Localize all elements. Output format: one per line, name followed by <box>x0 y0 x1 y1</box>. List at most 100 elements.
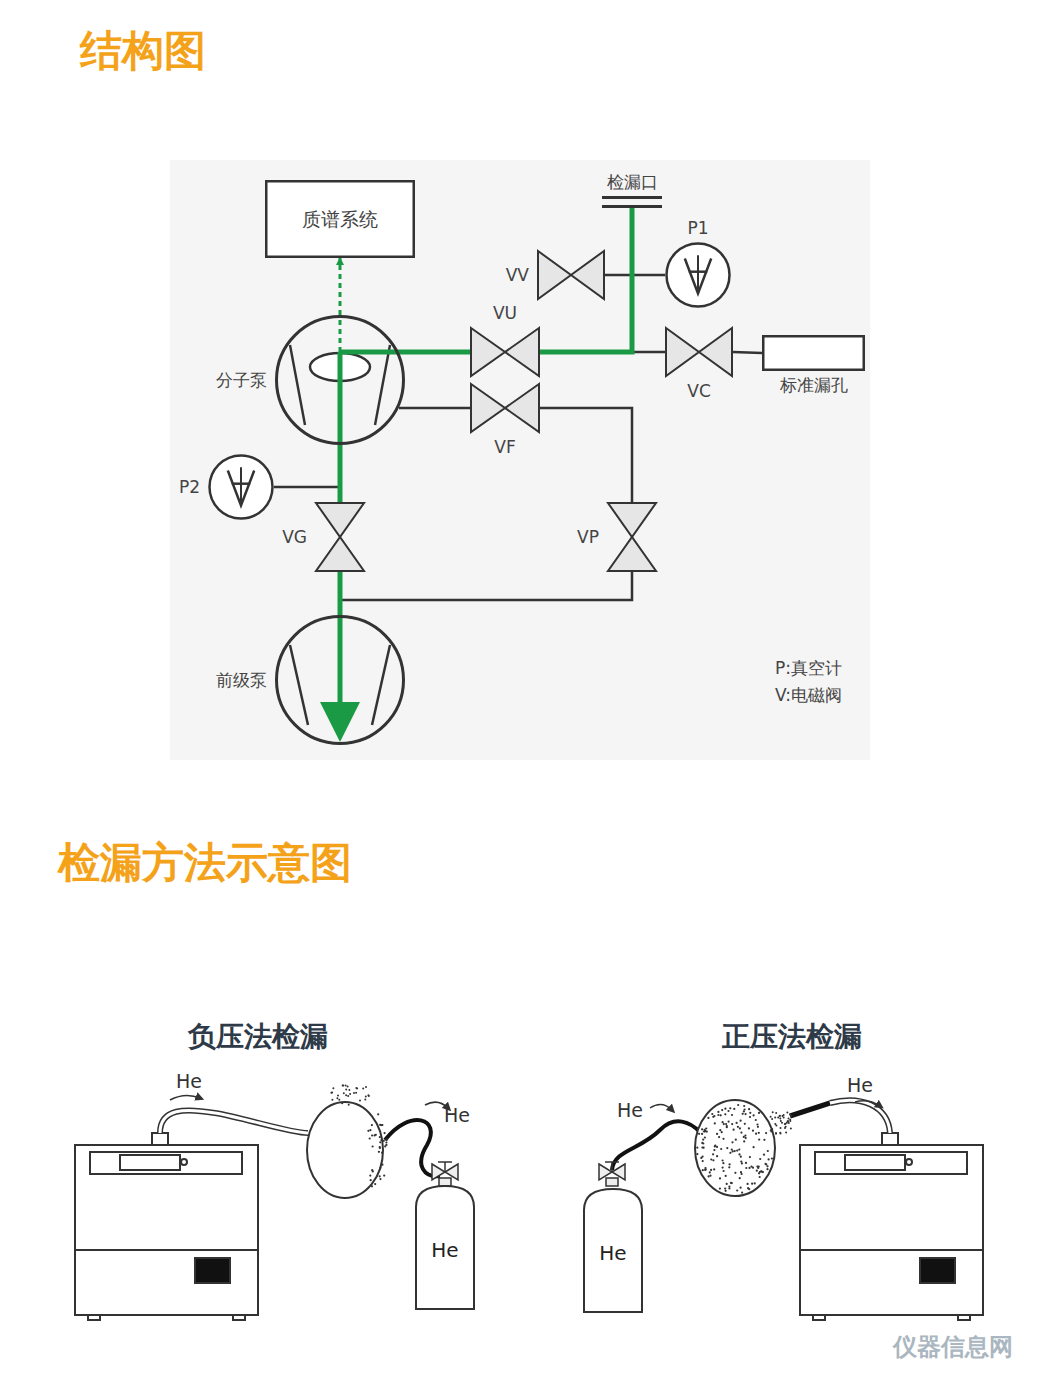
circle-part <box>345 1085 347 1087</box>
circle-part <box>783 1114 785 1116</box>
circle-part <box>723 1170 725 1172</box>
circle-part <box>383 1175 385 1177</box>
flange-shape <box>602 196 662 208</box>
text-label: P:真空计 <box>775 658 842 678</box>
circle-part <box>748 1127 750 1129</box>
circle-part <box>758 1165 760 1167</box>
circle-part <box>775 1112 777 1114</box>
circle-part <box>745 1137 747 1139</box>
circle-part <box>731 1123 733 1125</box>
circle-part <box>701 1133 703 1135</box>
circle-part <box>755 1119 757 1121</box>
circle-part <box>758 1132 760 1134</box>
circle-part <box>713 1149 715 1151</box>
circle-part <box>734 1172 736 1174</box>
circle-part <box>384 1132 386 1134</box>
pipe-connector <box>399 350 470 355</box>
node-label: VU <box>493 303 517 323</box>
circle-part <box>770 1130 772 1132</box>
circle-part <box>710 1158 712 1160</box>
circle-part <box>753 1146 755 1148</box>
circle-part <box>716 1133 718 1135</box>
node-label: 前级泵 <box>216 670 267 690</box>
circle-part <box>745 1113 747 1115</box>
circle-part <box>379 1147 381 1149</box>
circle-part <box>367 1094 369 1096</box>
circle-part <box>728 1121 730 1123</box>
circle-part <box>372 1145 374 1147</box>
circle-part <box>712 1153 714 1155</box>
cyl-node: He <box>415 1185 475 1310</box>
circle-node: 前级泵 <box>275 615 405 745</box>
line-part <box>438 1161 452 1163</box>
node-label: VP <box>577 527 599 547</box>
rect-part <box>75 1145 258 1315</box>
circle-part <box>780 1120 782 1122</box>
circle-part <box>786 1112 788 1114</box>
circle-part <box>714 1144 716 1146</box>
circle-part <box>729 1152 731 1154</box>
circle-part <box>341 1102 343 1104</box>
helium-dots <box>330 1084 792 1193</box>
pipe-connector <box>605 208 632 275</box>
text-label: He <box>847 1074 873 1097</box>
test-vessel <box>307 1102 383 1198</box>
circle-part <box>726 1125 728 1127</box>
circle-part <box>724 1113 726 1115</box>
rect-part <box>815 1152 967 1174</box>
circle-part <box>714 1145 716 1147</box>
circle-part <box>740 1156 742 1158</box>
circle-part <box>331 1091 333 1093</box>
circle-part <box>726 1147 728 1149</box>
circle-part <box>696 1153 698 1155</box>
circle-part <box>696 1147 698 1149</box>
circle-part <box>347 1086 349 1088</box>
circle-part <box>722 1167 724 1169</box>
circle-part <box>730 1182 732 1184</box>
line-part <box>340 350 399 355</box>
circle-part <box>749 1116 751 1118</box>
circle-part <box>365 1086 367 1088</box>
circle-part <box>783 1117 785 1119</box>
circle-part <box>381 1152 383 1154</box>
circle-part <box>725 1190 727 1192</box>
line-part <box>444 1162 446 1172</box>
circle-part <box>355 1092 357 1094</box>
box-node: 质谱系统 <box>265 180 415 258</box>
line-part <box>375 345 390 425</box>
circle-part <box>775 1132 777 1134</box>
circle-part <box>701 1128 703 1130</box>
circle-part <box>785 1132 787 1134</box>
circle-part <box>717 1114 719 1116</box>
circle-part <box>753 1114 755 1116</box>
circle-part <box>369 1129 371 1131</box>
circle-part <box>377 1113 379 1115</box>
circle-part <box>726 1183 728 1185</box>
polygon-part <box>538 251 571 299</box>
pipe-connector <box>540 408 632 502</box>
circle-part <box>702 1169 704 1171</box>
text-label: 正压法检漏 <box>722 1020 862 1054</box>
circle-part <box>719 1129 721 1131</box>
circle-part <box>789 1119 791 1121</box>
circle-part <box>722 1162 724 1164</box>
circle-part <box>364 1098 366 1100</box>
rect-part <box>958 1315 970 1320</box>
circle-part <box>336 1097 338 1099</box>
circle-part <box>332 1087 334 1089</box>
circle-part <box>758 1172 760 1174</box>
circle-part <box>725 1123 727 1125</box>
polygon-part <box>505 328 539 376</box>
circle-part <box>709 1175 711 1177</box>
valvev-node: VP <box>607 502 657 572</box>
circle-part <box>748 1188 750 1190</box>
node-label: 质谱系统 <box>302 208 378 231</box>
line-part <box>338 615 343 722</box>
path-part <box>855 1101 880 1106</box>
circle-part <box>383 1140 385 1142</box>
circle-part <box>708 1175 710 1177</box>
rect-part <box>439 1178 451 1186</box>
circle-part <box>737 1126 739 1128</box>
